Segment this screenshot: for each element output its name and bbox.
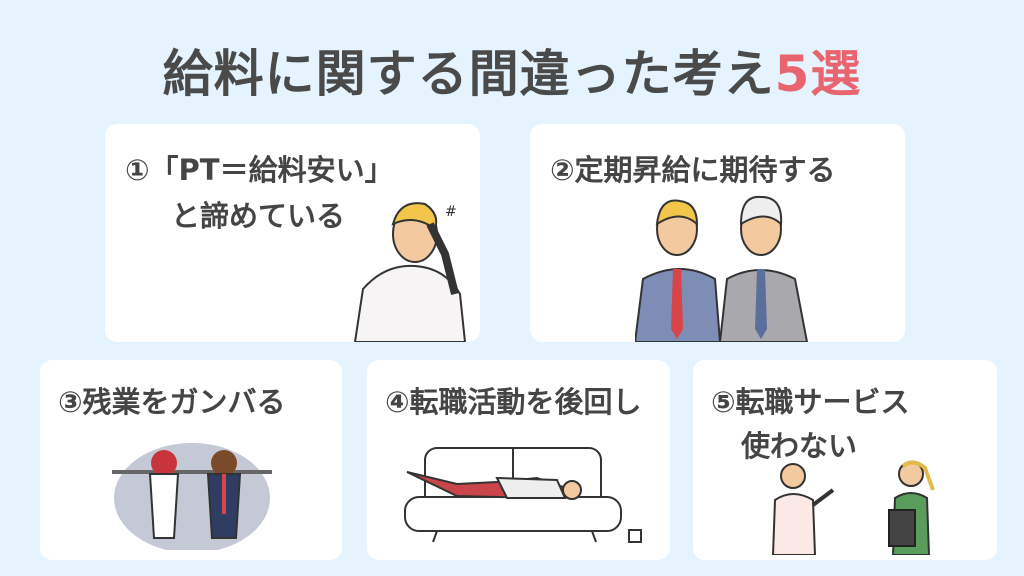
frustrated-man-illustration: # [353, 202, 467, 342]
card-postpone-job-hunting: ④転職活動を後回し [367, 360, 670, 560]
card-no-job-service: ⑤転職サービス 使わない [693, 360, 997, 560]
card-overtime: ③残業をガンバる [40, 360, 342, 560]
businessmen-illustration [635, 195, 809, 342]
title-accent: 5選 [774, 45, 862, 103]
card-label: ②定期昇給に期待する [550, 153, 836, 187]
page-title: 給料に関する間違った考え5選 [0, 34, 1024, 106]
card-regular-raise: ②定期昇給に期待する [530, 124, 905, 342]
card-label: ①「PT＝給料安い」 [125, 153, 394, 187]
title-main: 給料に関する間違った考え [162, 45, 775, 103]
sleeping-on-sofa-illustration [404, 447, 642, 543]
two-people-illustration [771, 460, 935, 555]
card-pt-salary: ①「PT＝給料安い」 と諦めている # [105, 124, 480, 342]
card-label: ③残業をガンバる [58, 385, 286, 419]
card-label-2: 使わない [741, 429, 858, 463]
card-label: ⑤転職サービス [711, 385, 910, 419]
card-label-2: と諦めている [171, 199, 346, 233]
card-label: ④転職活動を後回し [385, 385, 642, 419]
exhausted-workers-illustration [112, 443, 272, 550]
svg-text:#: # [445, 204, 457, 220]
